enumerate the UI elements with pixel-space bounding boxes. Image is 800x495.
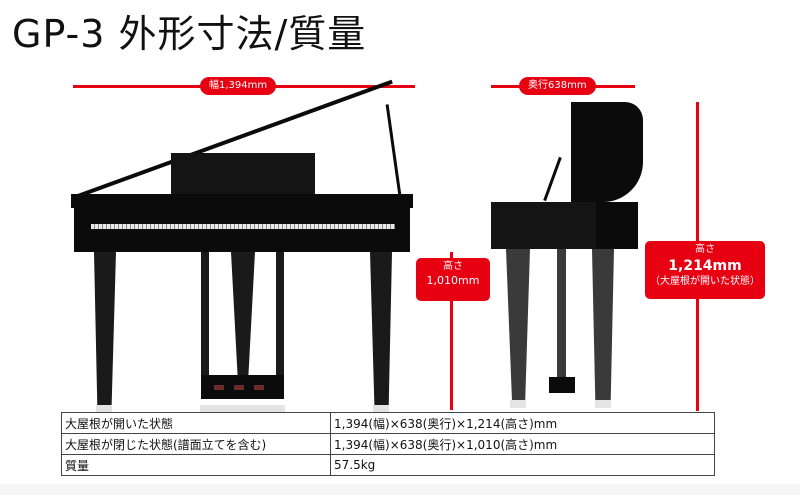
- side-pedal: [549, 377, 575, 393]
- leg-reflection-left: [96, 405, 112, 412]
- pedal-lyre-center: [231, 252, 255, 387]
- front-height-label-title: 高さ: [443, 261, 463, 272]
- side-front-leg: [506, 249, 530, 401]
- side-height-label-note: （大屋根が開いた状態）: [650, 276, 760, 287]
- piano-body: [71, 194, 413, 208]
- lid-prop: [385, 104, 402, 196]
- table-row: 質量 57.5kg: [61, 454, 715, 476]
- leg-reflection-right: [373, 405, 389, 412]
- side-lyre: [557, 249, 566, 391]
- key-bed: [74, 208, 410, 252]
- side-height-label-title: 高さ: [695, 244, 715, 255]
- side-body-front: [491, 202, 596, 249]
- table-cell-label: 大屋根が閉じた状態(譜面立てを含む): [61, 433, 331, 455]
- side-rear-leg: [592, 249, 614, 401]
- front-height-label-value: 1,010mm: [426, 274, 480, 287]
- width-label: 幅1,394mm: [200, 77, 277, 95]
- table-cell-value: 1,394(幅)×638(奥行)×1,214(高さ)mm: [330, 412, 715, 434]
- left-leg: [94, 252, 116, 406]
- table-row: 大屋根が閉じた状態(譜面立てを含む) 1,394(幅)×638(奥行)×1,01…: [61, 433, 715, 455]
- side-reflection-rear: [595, 400, 611, 408]
- spec-table: 大屋根が開いた状態 1,394(幅)×638(奥行)×1,214(高さ)mm 大…: [61, 412, 715, 476]
- side-lid: [571, 102, 643, 202]
- pedal-lyre-right: [276, 252, 284, 392]
- table-row: 大屋根が開いた状態 1,394(幅)×638(奥行)×1,214(高さ)mm: [61, 412, 715, 434]
- keyboard-keys: [91, 224, 395, 229]
- side-music-rest: [543, 156, 562, 202]
- music-rest: [171, 153, 315, 195]
- side-reflection-front: [510, 400, 526, 408]
- pedal-lyre-left: [201, 252, 209, 392]
- table-cell-label: 質量: [61, 454, 331, 476]
- table-cell-value: 1,394(幅)×638(奥行)×1,010(高さ)mm: [330, 433, 715, 455]
- side-height-label-value: 1,214mm: [668, 258, 742, 274]
- right-leg: [370, 252, 392, 406]
- table-cell-value: 57.5kg: [330, 454, 715, 476]
- front-height-line: [450, 252, 453, 410]
- page-title: GP-3 外形寸法/質量: [12, 12, 367, 56]
- bottom-strip: [0, 484, 800, 495]
- side-height-label: 高さ 1,214mm （大屋根が開いた状態）: [645, 241, 765, 299]
- table-cell-label: 大屋根が開いた状態: [61, 412, 331, 434]
- side-body-rear: [596, 202, 638, 249]
- pedal-icons: [214, 385, 272, 390]
- floor-reflection: [200, 405, 285, 412]
- depth-label: 奥行638mm: [519, 77, 596, 95]
- front-height-label: 高さ 1,010mm: [416, 258, 490, 301]
